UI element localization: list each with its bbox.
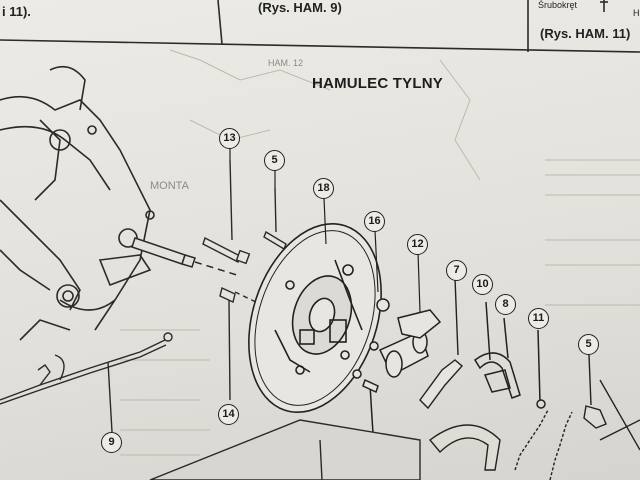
header-left-fragment: i 11).: [2, 4, 31, 19]
callout-11: 11: [528, 308, 549, 329]
header-rules: [0, 0, 640, 53]
header-center-ref: (Rys. HAM. 9): [258, 0, 342, 15]
callout-7: 7: [446, 260, 467, 281]
faded-ham12: HAM. 12: [268, 58, 304, 68]
header-srubokret: Śrubokręt: [538, 0, 578, 10]
parking-cable: [0, 332, 173, 433]
bleed-screw-right: [583, 354, 607, 429]
faded-montaz: MONTA: [150, 180, 189, 192]
callout-leaders: [229, 148, 421, 313]
backing-plate: [248, 222, 382, 414]
callout-9: 9: [101, 432, 122, 453]
adjuster-lever: [419, 277, 463, 410]
callout-12: 12: [407, 234, 428, 255]
wheel-cylinder-parts: [352, 298, 442, 451]
callout-8: 8: [495, 294, 516, 315]
axle-shaft: [131, 237, 241, 277]
callout-5-top: 5: [264, 150, 285, 171]
brake-shoe: [473, 301, 546, 409]
callout-14: 14: [218, 404, 239, 425]
suspension-arm: [0, 65, 155, 341]
callout-10: 10: [472, 274, 493, 295]
bleed-through-lines: [120, 49, 640, 456]
lower-shoe-springs: [428, 379, 640, 480]
callout-13: 13: [219, 128, 240, 149]
header-corner-letter: H: [633, 8, 640, 18]
callout-16: 16: [364, 211, 385, 232]
callout-5-right: 5: [578, 334, 599, 355]
header-right-ref: (Rys. HAM. 11): [540, 26, 631, 41]
callout-18: 18: [313, 178, 334, 199]
figure-title: HAMULEC TYLNY: [312, 75, 443, 92]
drum-cutaway: [149, 419, 421, 480]
